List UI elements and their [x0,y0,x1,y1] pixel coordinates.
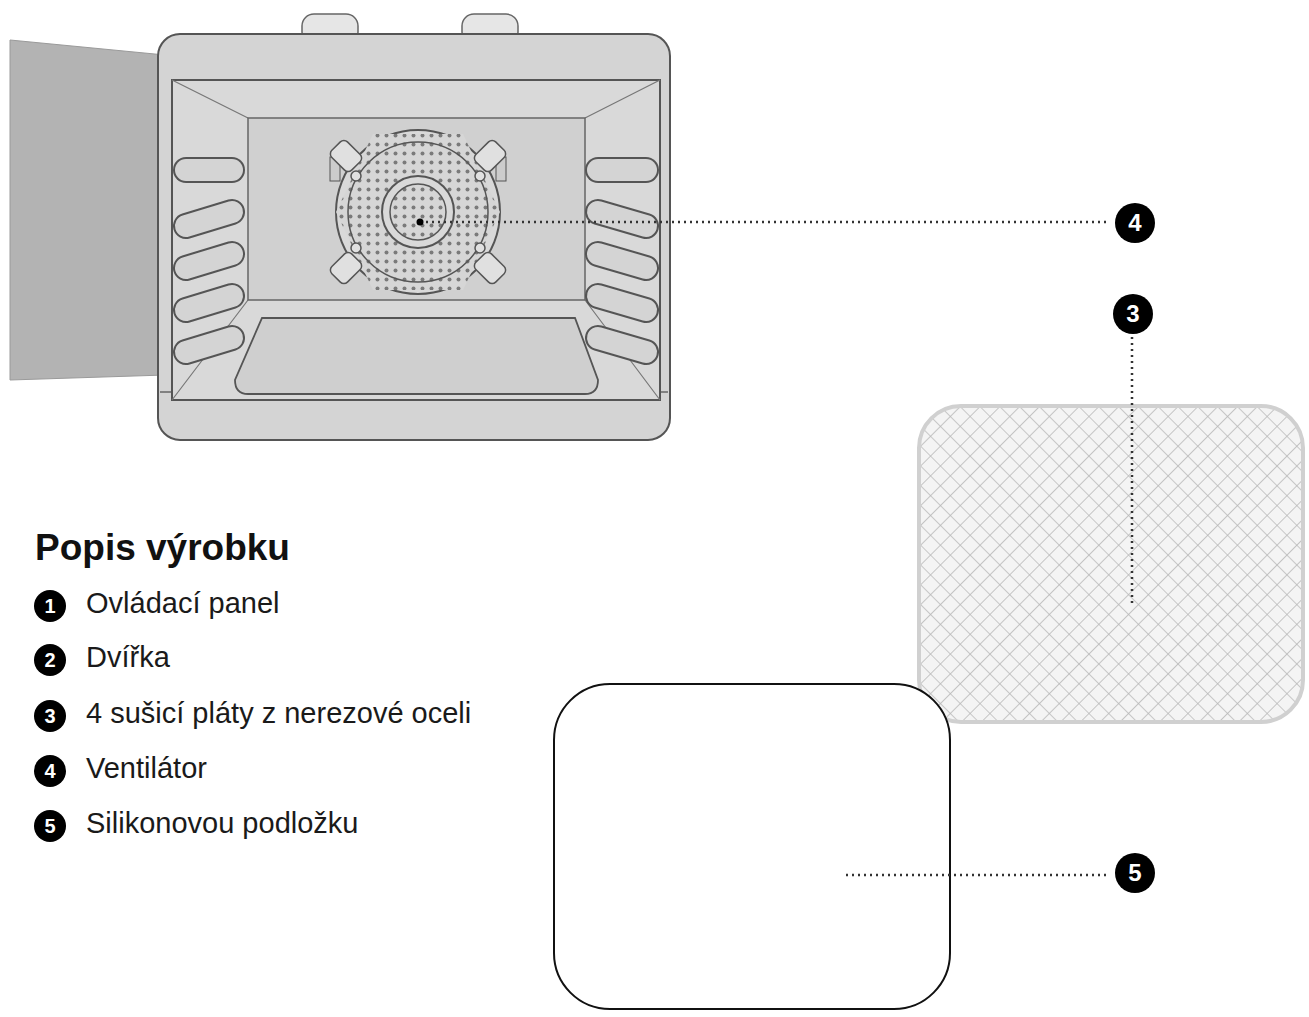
housing [158,34,670,440]
drawing-part [351,171,361,181]
fan [328,130,507,294]
drawing-part [186,254,232,268]
cavity-edge [172,80,660,400]
drawing-part [186,338,232,352]
drawing-part [598,157,646,183]
drawing-part [186,296,232,310]
leader-line [846,874,1110,877]
leader-dot [417,219,424,226]
drawing-part [186,159,232,181]
drawing-part [472,250,507,285]
drawing-part [186,157,232,183]
drawing-part [598,338,646,352]
drawing-part [390,184,446,240]
part-name: Ovládací panel [86,588,279,620]
vent-slots [186,170,646,352]
drawing-part [475,243,485,253]
drawing-part [186,212,232,226]
back-wall [248,118,585,300]
drawing-part [348,142,488,282]
drawing-part [598,296,646,310]
drawing-part [598,212,646,226]
drawing-part [186,296,232,310]
leader-line [1131,337,1134,605]
drawing-part [598,159,646,181]
callout-number: 1 [34,590,66,622]
drawing-part [186,338,232,352]
callout-number: 5 [1115,853,1155,893]
callout-number: 4 [1115,203,1155,243]
silicone-mat [554,684,950,1009]
drawing-part [475,171,485,181]
callout-number: 2 [34,644,66,676]
callout-number: 4 [34,755,66,787]
tray [235,318,598,394]
part-name: Dvířka [86,642,170,674]
callout-number: 3 [1113,294,1153,334]
leader-line [420,221,1110,224]
drawing-part [328,138,507,285]
part-name: Silikonovou podložku [86,808,358,840]
callout-number: 3 [34,700,66,732]
door-panel [10,40,165,380]
title: Popis výrobku [35,528,290,569]
drawing-part [598,212,646,226]
part-name: 4 sušicí pláty z nerezové oceli [86,698,471,730]
drawing-part [328,138,363,173]
part-name: Ventilátor [86,753,207,785]
drawing-part [472,138,507,173]
callout-number: 5 [34,810,66,842]
drawing-part [598,254,646,268]
drawing-part [186,254,232,268]
drying-plate [919,406,1303,722]
cavity [172,80,660,400]
drawing-part [382,176,454,248]
drawing-part [328,250,363,285]
drawing-part [598,338,646,352]
drawing-part [598,254,646,268]
drawing-part [598,296,646,310]
drawing-part [351,243,361,253]
drawing-part [186,212,232,226]
